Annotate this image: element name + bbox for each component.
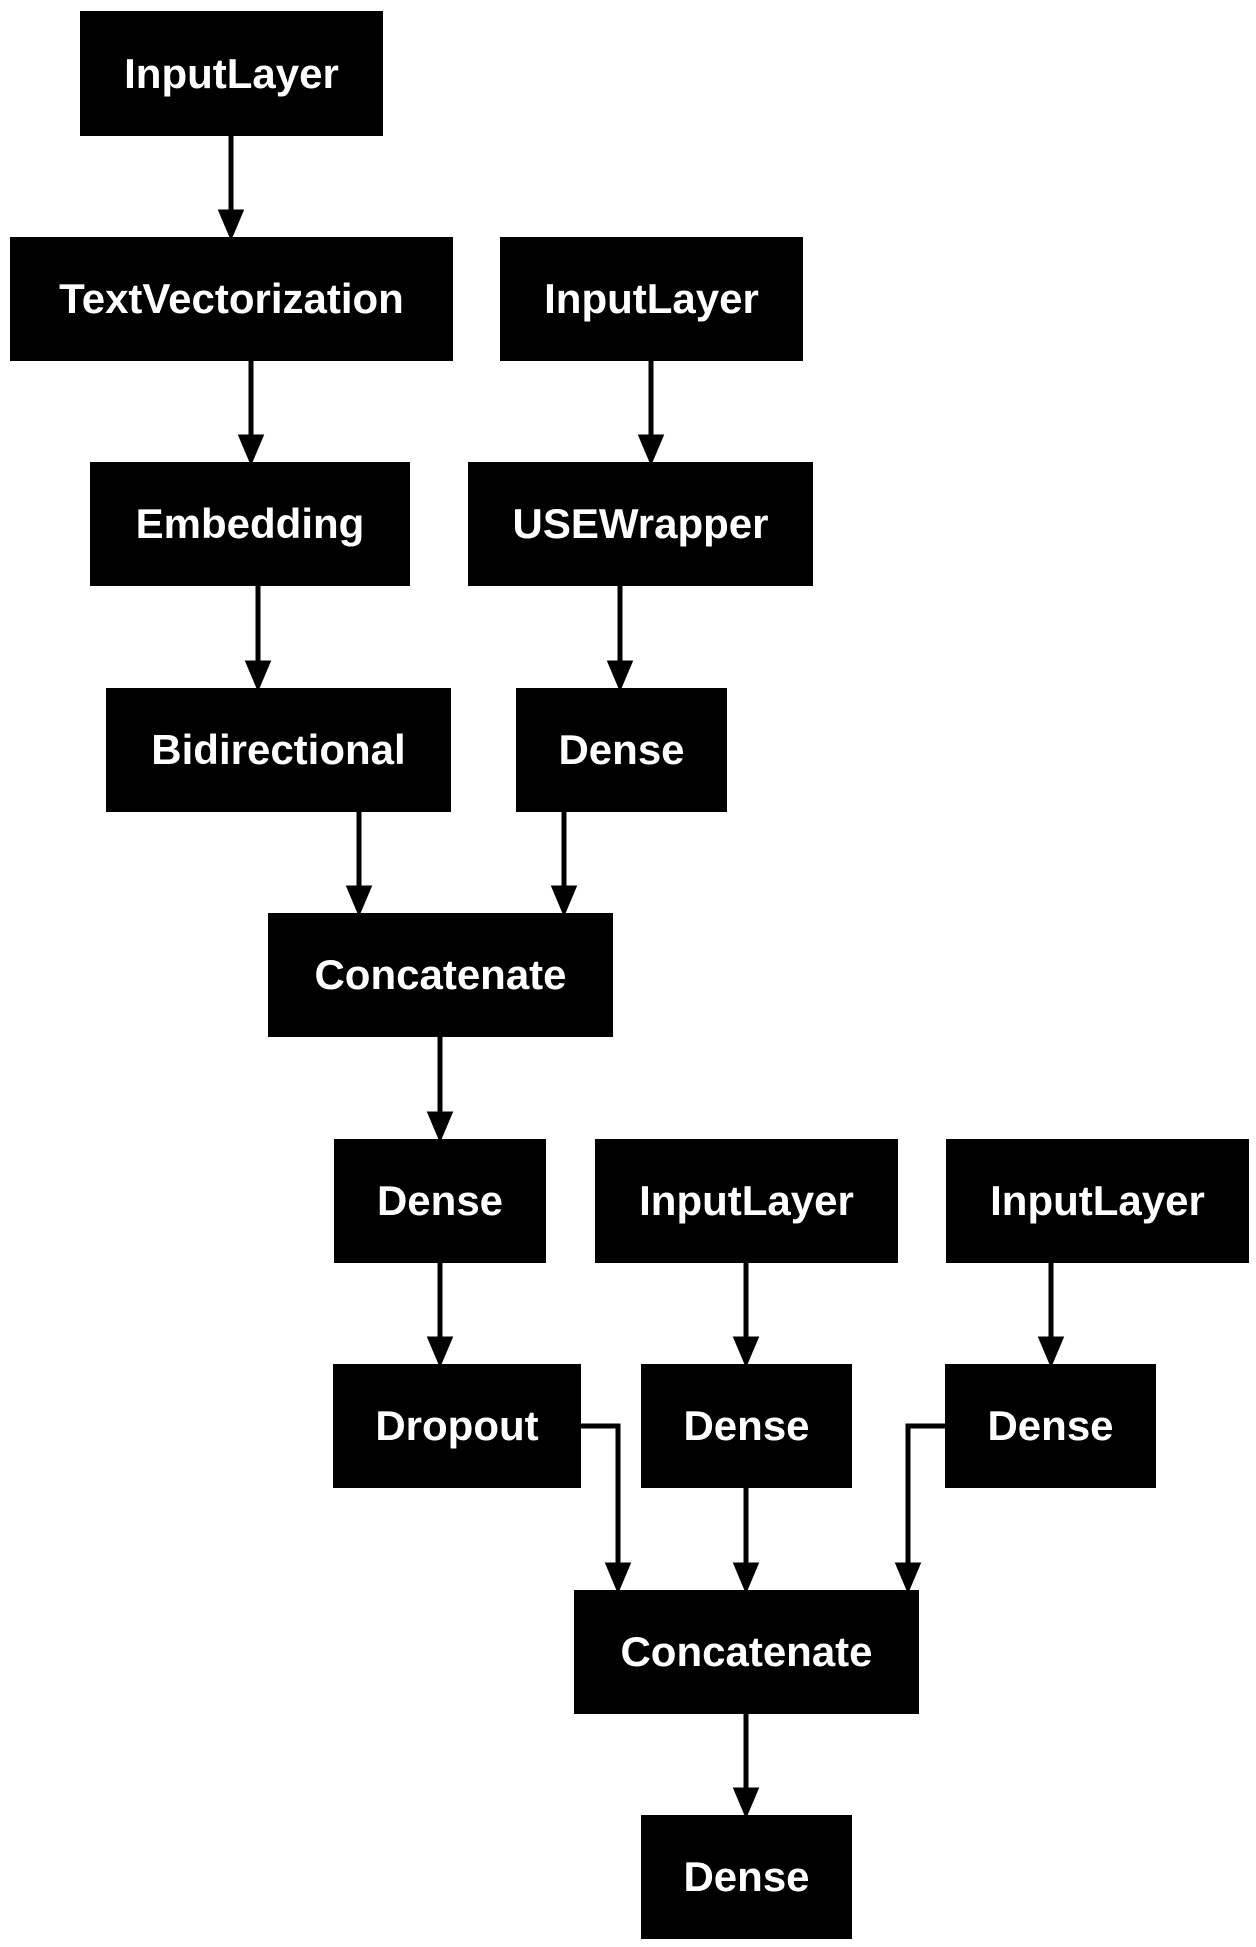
- arrowhead: [237, 434, 265, 466]
- arrowhead: [244, 660, 272, 692]
- node-use-wrapper: USEWrapper: [468, 462, 813, 586]
- edge-dense1-concatenate1: [550, 812, 578, 917]
- edge-concatenate2-dense5: [732, 1714, 760, 1819]
- node-concatenate-2: Concatenate: [574, 1590, 919, 1714]
- arrowhead: [550, 885, 578, 917]
- node-dense-4: Dense: [945, 1364, 1156, 1488]
- arrowhead: [345, 885, 373, 917]
- arrowhead: [426, 1111, 454, 1143]
- edge-dropout-concatenate2: [581, 1423, 632, 1594]
- edge-input3-dense3: [732, 1263, 760, 1368]
- arrowhead: [732, 1562, 760, 1594]
- arrowhead: [606, 660, 634, 692]
- edge-input4-dense4: [1037, 1263, 1065, 1368]
- edge-dense2-dropout: [426, 1263, 454, 1368]
- node-concatenate-1: Concatenate: [268, 913, 613, 1037]
- arrowhead: [732, 1336, 760, 1368]
- node-input-layer-3: InputLayer: [595, 1139, 898, 1263]
- edge-dense3-concatenate2: [732, 1488, 760, 1594]
- edge-embedding-bidirectional: [244, 586, 272, 692]
- arrowhead: [894, 1562, 922, 1594]
- edge-textvectorization-embedding: [237, 361, 265, 466]
- edge-concatenate1-dense2: [426, 1037, 454, 1143]
- node-embedding: Embedding: [90, 462, 410, 586]
- edge-input1-textvectorization: [217, 136, 245, 241]
- arrowhead: [604, 1562, 632, 1594]
- node-dropout: Dropout: [333, 1364, 581, 1488]
- node-text-vectorization: TextVectorization: [10, 237, 453, 361]
- node-bidirectional: Bidirectional: [106, 688, 451, 812]
- edge-line: [905, 1423, 945, 1564]
- arrowhead: [732, 1787, 760, 1819]
- arrowhead: [217, 209, 245, 241]
- edge-line: [581, 1423, 621, 1564]
- node-dense-3: Dense: [641, 1364, 852, 1488]
- edge-usewrapper-dense1: [606, 586, 634, 692]
- node-dense-5: Dense: [641, 1815, 852, 1939]
- edge-dense4-concatenate2: [894, 1423, 945, 1594]
- node-dense-1: Dense: [516, 688, 727, 812]
- arrowhead: [637, 434, 665, 466]
- node-input-layer-2: InputLayer: [500, 237, 803, 361]
- node-dense-2: Dense: [334, 1139, 546, 1263]
- edge-bidirectional-concatenate1: [345, 812, 373, 917]
- edge-input2-usewrapper: [637, 361, 665, 466]
- arrowhead: [1037, 1336, 1065, 1368]
- node-input-layer-1: InputLayer: [80, 11, 383, 136]
- arrowhead: [426, 1336, 454, 1368]
- node-input-layer-4: InputLayer: [946, 1139, 1249, 1263]
